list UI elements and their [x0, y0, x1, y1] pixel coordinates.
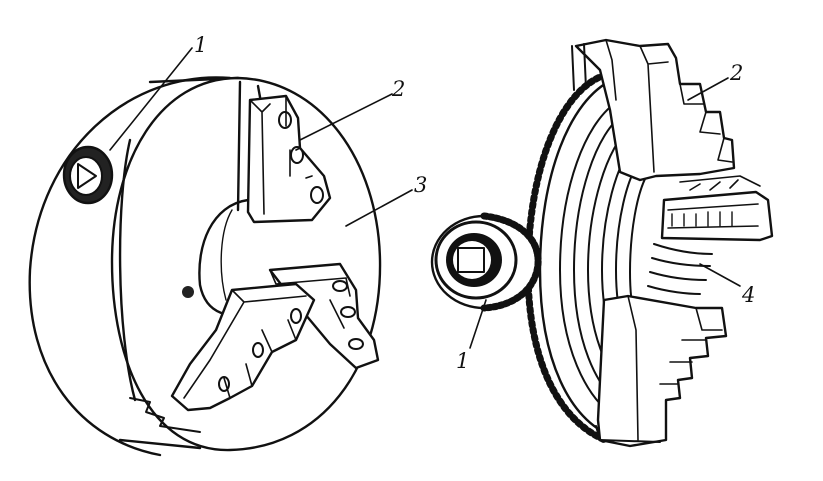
- body-hole: [182, 286, 194, 298]
- scroll-rings: [647, 243, 713, 295]
- leader-right-1: [469, 299, 487, 349]
- callout-left-3: 3: [414, 173, 427, 197]
- callout-left-1: 1: [194, 33, 207, 57]
- callout-right-1: 1: [456, 349, 469, 373]
- leader-left-1: [109, 47, 193, 151]
- bevel-pinion: [430, 212, 542, 312]
- leader-left-2: [299, 93, 393, 141]
- top-jaw: [246, 94, 332, 224]
- key-socket: [62, 145, 114, 205]
- exploded-top-jaw: [571, 38, 736, 182]
- center-bore-inner: [220, 209, 233, 301]
- chuck-body-back-rim: [28, 76, 232, 457]
- leader-left-3: [345, 189, 413, 227]
- bottom-jaw: [129, 282, 316, 433]
- chuck-body-bottom-edge: [118, 438, 202, 450]
- exploded-bottom-jaw: [595, 294, 728, 448]
- exploded-mid-jaw: [660, 175, 774, 242]
- scroll-chuck-exploded: [430, 38, 774, 448]
- callout-left-2: 2: [391, 77, 405, 101]
- callout-right-4: 4: [741, 283, 755, 307]
- three-jaw-chuck: [28, 47, 413, 457]
- leader-right-4: [699, 263, 741, 287]
- leader-right-2: [687, 77, 729, 101]
- chuck-body-inner-cylinder: [118, 138, 137, 402]
- callout-right-2: 2: [729, 61, 743, 85]
